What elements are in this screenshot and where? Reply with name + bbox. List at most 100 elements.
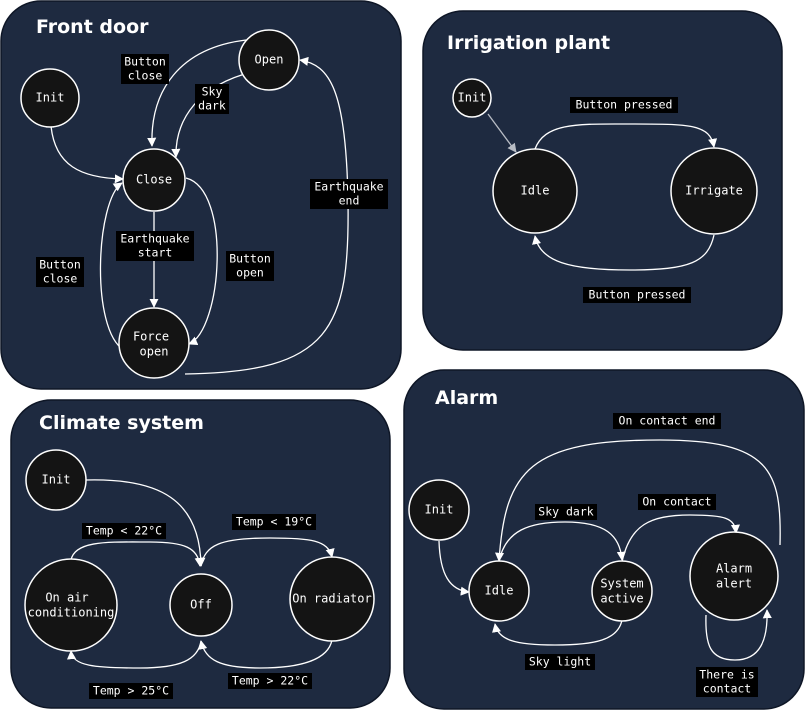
edge-idle-systemactive: [498, 521, 626, 563]
svg-text:close: close: [43, 272, 78, 286]
edge-init-idle: [487, 113, 517, 153]
edge-alarm-self: [705, 609, 772, 661]
svg-text:Button: Button: [124, 55, 166, 69]
state-open: Open: [238, 29, 300, 91]
svg-text:On radiator: On radiator: [292, 592, 371, 606]
label-temp-lt-19: Temp < 19°C: [232, 514, 316, 530]
svg-text:Init: Init: [425, 503, 454, 517]
svg-text:Temp > 25°C: Temp > 25°C: [93, 684, 169, 698]
state-alarm-alert: Alarm alert: [689, 531, 779, 621]
state-init: Init: [25, 449, 87, 511]
svg-text:Earthquake: Earthquake: [314, 180, 383, 194]
svg-text:Init: Init: [42, 473, 71, 487]
panel-title: Climate system: [39, 412, 204, 434]
state-init: Init: [408, 479, 470, 541]
label-temp-gt-25: Temp > 25°C: [89, 683, 173, 699]
svg-text:Idle: Idle: [521, 184, 550, 198]
edge-ac-off: [70, 541, 204, 567]
label-sky-light: Sky light: [525, 654, 595, 670]
state-on-radiator: On radiator: [289, 556, 375, 642]
edge-forceopen-open: [184, 56, 349, 375]
label-button-close: Button close: [121, 54, 169, 84]
edge-idle-irrigate: [534, 123, 718, 150]
svg-text:alert: alert: [716, 577, 752, 591]
state-system-active: System active: [591, 560, 653, 622]
svg-text:Irrigate: Irrigate: [685, 184, 743, 198]
state-idle: Idle: [468, 560, 530, 622]
label-button-pressed-bottom: Button pressed: [583, 287, 691, 303]
svg-text:Button: Button: [39, 258, 81, 272]
edge-irrigate-idle: [532, 234, 715, 271]
svg-text:On contact: On contact: [642, 495, 711, 509]
svg-text:Button pressed: Button pressed: [576, 98, 673, 112]
label-on-contact: On contact: [638, 494, 716, 510]
svg-text:Idle: Idle: [485, 584, 514, 598]
label-temp-gt-22: Temp > 22°C: [228, 673, 312, 689]
svg-text:Close: Close: [136, 173, 172, 187]
svg-text:Earthquake: Earthquake: [120, 232, 189, 246]
state-irrigate: Irrigate: [670, 147, 758, 235]
svg-text:contact: contact: [703, 682, 751, 696]
svg-text:Button pressed: Button pressed: [589, 288, 686, 302]
svg-text:open: open: [236, 266, 264, 280]
panel-irrigation-plant: Irrigation plant Init Idle Irrigate Butt…: [422, 10, 783, 351]
label-button-close-left: Button close: [36, 257, 84, 287]
label-on-contact-end: On contact end: [613, 413, 721, 429]
edge-off-ac: [67, 640, 202, 669]
state-on-air-conditioning: On air conditioning: [24, 558, 118, 652]
edge-radiator-off: [198, 639, 333, 669]
svg-text:dark: dark: [198, 99, 226, 113]
svg-text:There is: There is: [699, 668, 754, 682]
edge-close-forceopen-button: [185, 177, 218, 345]
svg-text:System: System: [600, 577, 643, 591]
svg-text:active: active: [600, 592, 643, 606]
svg-text:On contact end: On contact end: [619, 414, 716, 428]
svg-text:Init: Init: [458, 91, 487, 105]
label-earthquake-end: Earthquake end: [310, 179, 388, 209]
svg-text:close: close: [128, 69, 163, 83]
label-sky-dark: Sky dark: [535, 504, 597, 520]
svg-text:Force: Force: [133, 330, 169, 344]
edge-init-idle: [438, 540, 470, 596]
svg-text:Sky light: Sky light: [529, 655, 591, 669]
svg-text:On air: On air: [45, 591, 88, 605]
svg-text:Button: Button: [229, 252, 271, 266]
edge-init-off: [85, 479, 206, 567]
state-close: Close: [122, 148, 186, 212]
svg-text:Init: Init: [36, 91, 65, 105]
state-init: Init: [452, 78, 492, 118]
state-idle: Idle: [492, 148, 578, 234]
label-temp-lt-22: Temp < 22°C: [82, 523, 166, 539]
svg-text:Sky dark: Sky dark: [538, 505, 593, 519]
svg-text:Temp < 19°C: Temp < 19°C: [236, 515, 312, 529]
svg-text:Temp > 22°C: Temp > 22°C: [232, 674, 308, 688]
svg-text:Alarm: Alarm: [716, 562, 752, 576]
edge-alarm-idle: [495, 439, 781, 562]
svg-text:Off: Off: [190, 598, 212, 612]
state-force-open: Force open: [118, 307, 190, 379]
svg-text:start: start: [138, 246, 173, 260]
label-button-open: Button open: [226, 251, 274, 281]
label-button-pressed-top: Button pressed: [570, 97, 678, 113]
edge-off-radiator: [200, 537, 335, 567]
svg-text:end: end: [339, 194, 360, 208]
panel-title: Irrigation plant: [447, 32, 610, 54]
panel-title: Front door: [36, 16, 149, 38]
panel-front-door: Front door Init Open Close Force open: [0, 0, 402, 390]
edge-forceopen-close: [99, 182, 125, 351]
state-off: Off: [169, 573, 233, 637]
svg-text:Open: Open: [255, 53, 284, 67]
svg-text:conditioning: conditioning: [28, 606, 115, 620]
label-earthquake-start: Earthquake start: [116, 231, 194, 261]
edge-systemactive-idle: [492, 619, 623, 646]
svg-text:Sky: Sky: [202, 85, 223, 99]
panel-climate-system: Climate system Init On air conditioning …: [10, 399, 391, 709]
label-sky-dark: Sky dark: [195, 84, 229, 114]
svg-text:Temp < 22°C: Temp < 22°C: [86, 524, 162, 538]
edge-open-close-button: [147, 39, 247, 147]
state-init: Init: [20, 68, 80, 128]
svg-text:open: open: [140, 345, 169, 359]
label-there-is-contact: There is contact: [696, 667, 758, 697]
edge-systemactive-alarm: [621, 514, 740, 563]
